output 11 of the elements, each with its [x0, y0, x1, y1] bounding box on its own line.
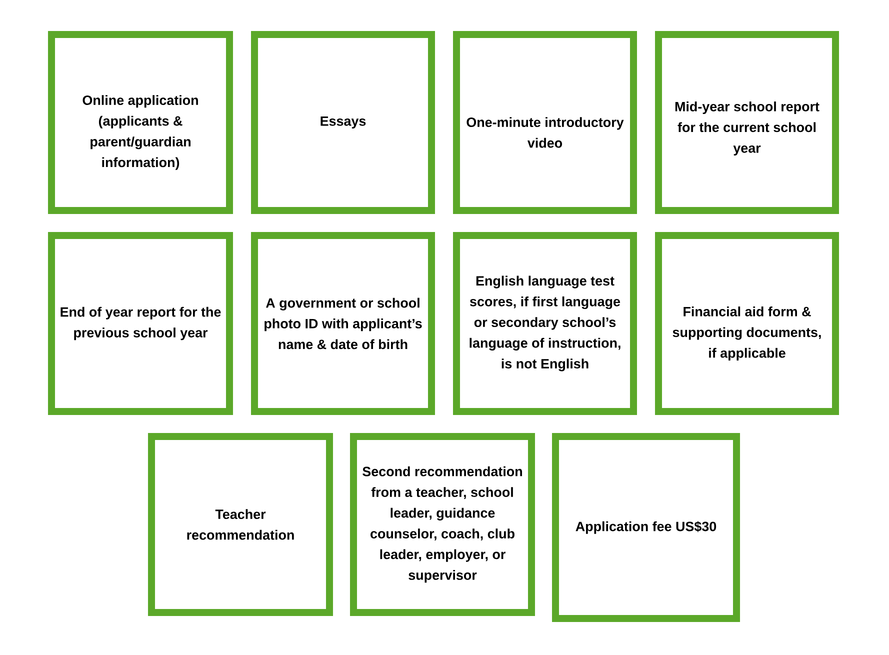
item-box: Financial aid form & supporting documents, if applicable	[655, 232, 839, 415]
item-box: Second recommendation from a teacher, school leader, guidance counselor, coach, club leader, employer, or supervisor	[350, 432, 535, 616]
item-box: One-minute introductory video	[453, 31, 637, 214]
item-box: English language test scores, if first language or secondary school’s language of instruction, is not English	[453, 232, 637, 415]
item-box: A government or school photo ID with applicant’s name & date of birth	[251, 232, 435, 415]
item-box: End of year report for the previous school year	[48, 232, 233, 415]
item-box: Mid-year school report for the current school year	[655, 31, 839, 214]
item-box: Application fee US$30	[552, 432, 740, 622]
item-box: Online application (applicants & parent/guardian information)	[48, 31, 233, 214]
item-box: Teacher recommendation	[148, 432, 333, 616]
item-box: Essays	[251, 31, 435, 214]
